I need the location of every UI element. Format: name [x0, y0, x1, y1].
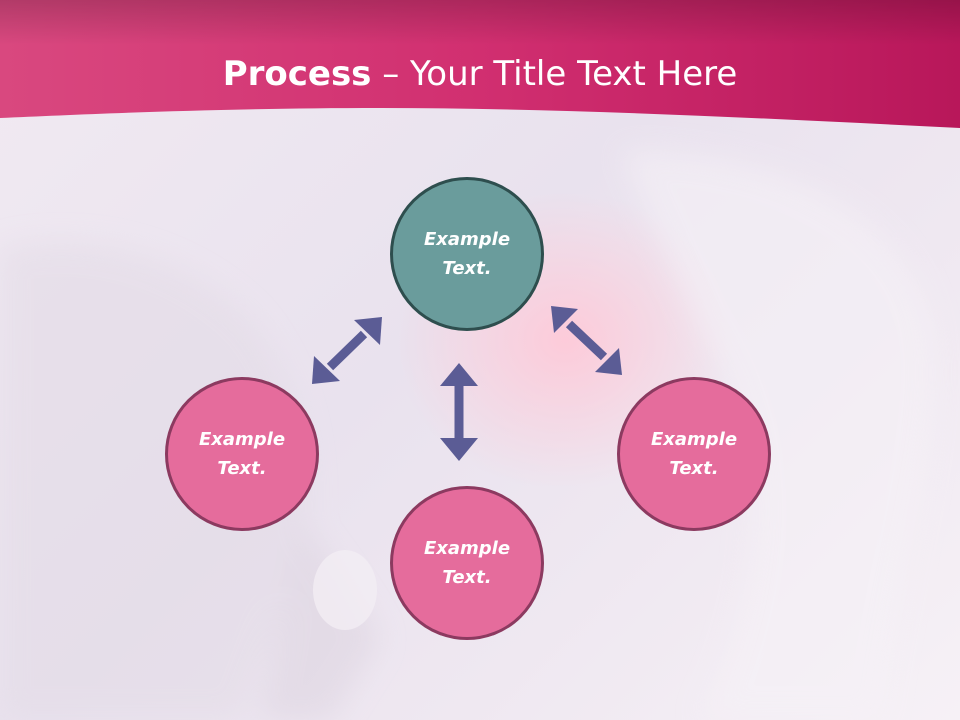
double-arrow-vertical	[440, 363, 478, 461]
node-label-bottom: Example Text.	[423, 538, 511, 588]
double-arrow-left	[312, 317, 382, 384]
node-label-left: Example Text.	[198, 429, 286, 479]
thumb-nail-shape	[313, 550, 377, 630]
node-label-right: Example Text.	[650, 429, 738, 479]
process-node-top: Example Text.	[390, 177, 544, 331]
header-band	[0, 0, 960, 128]
process-node-right: Example Text.	[617, 377, 771, 531]
process-node-bottom: Example Text.	[390, 486, 544, 640]
title-rest: – Your Title Text Here	[371, 54, 738, 94]
node-label-top: Example Text.	[423, 229, 511, 279]
process-node-left: Example Text.	[165, 377, 319, 531]
title-bold: Process	[222, 54, 372, 94]
slide-title: Process – Your Title Text Here	[0, 52, 960, 96]
double-arrow-right	[551, 306, 622, 375]
